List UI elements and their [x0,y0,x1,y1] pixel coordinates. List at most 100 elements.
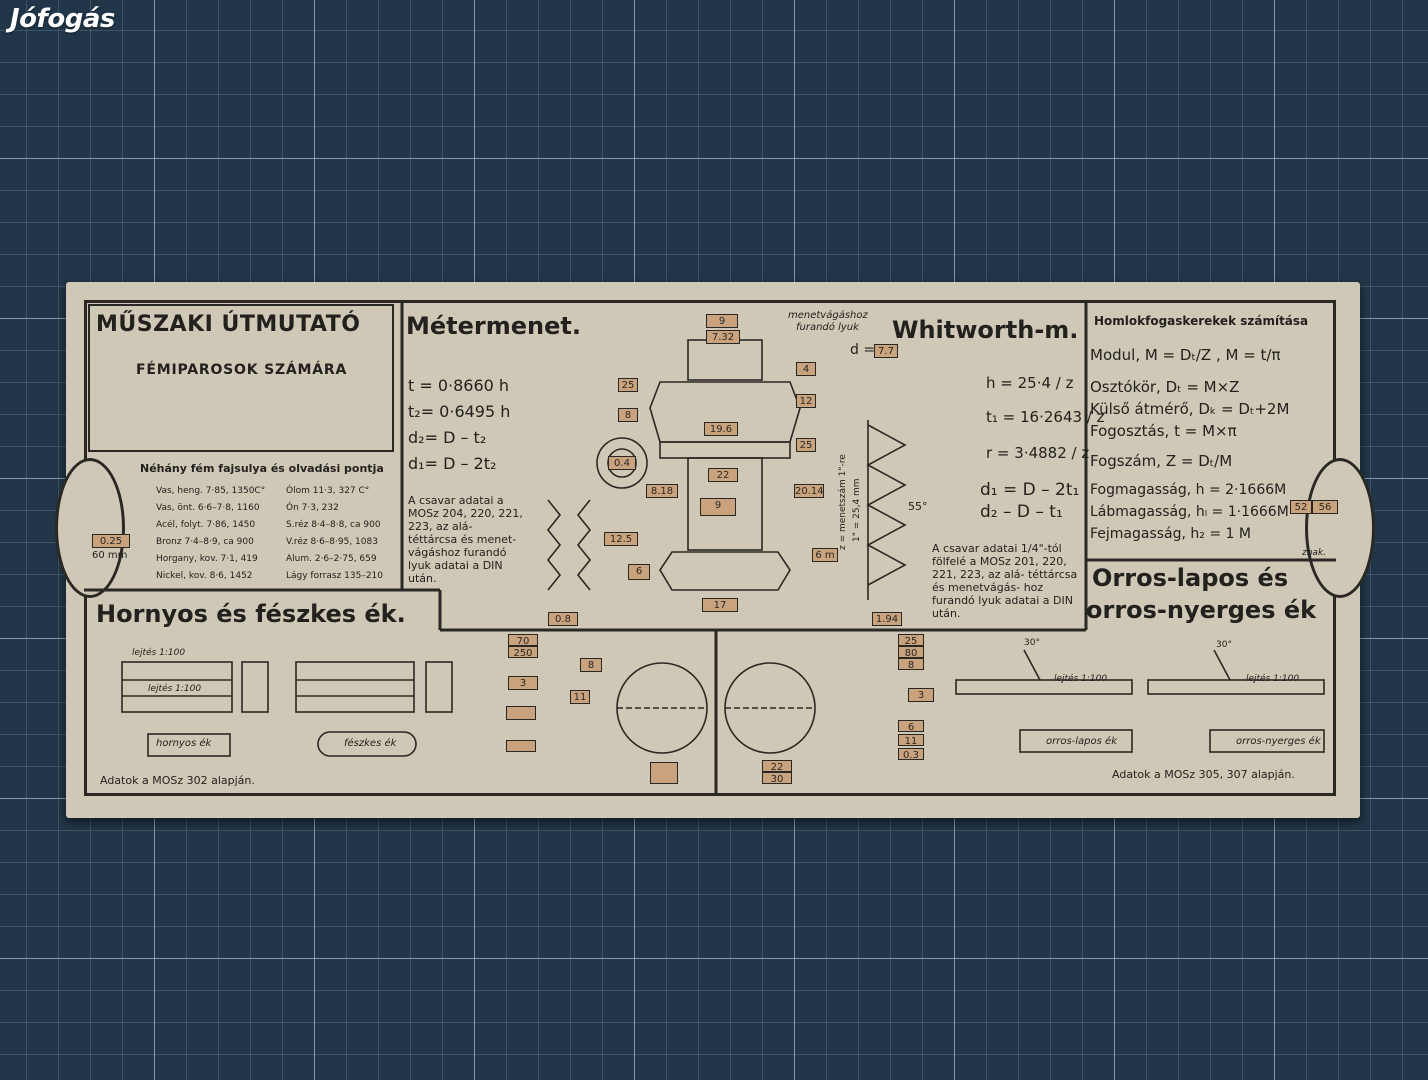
dial-window[interactable]: 20.14 [794,484,824,498]
hornyos-label: lejtés 1:100 [132,648,186,658]
gear-line: Osztókör, Dₜ = M×Z [1090,378,1240,396]
gear-line: Külső átmérő, Dₖ = Dₜ+2M [1090,400,1290,418]
side-text: znak. [1302,548,1327,558]
dial-window[interactable]: 25 [796,438,816,452]
gear-line: Modul, M = Dₜ/Z , M = t/π [1090,346,1281,364]
orros-label: 30° [1024,638,1040,648]
dial-window[interactable]: 0.3 [898,748,924,761]
whitworth-formula: d₁ = D – 2t₁ [980,480,1080,500]
dial-window[interactable] [650,762,678,784]
dial-window[interactable]: 22 [708,468,738,482]
orros-label: lejtés 1:100 [1054,674,1108,684]
dial-window[interactable]: 0.8 [548,612,578,626]
dial-window[interactable]: 25 [898,634,924,647]
gear-line: Fogmagasság, h = 2·1666M [1090,482,1287,498]
metal-row: Acél, folyt. 7·86, 1450 [156,520,256,530]
metal-row: Nickel, kov. 8·6, 1452 [156,571,253,581]
right-tab-window: 56 [1312,500,1338,514]
dial-window[interactable]: 6 [898,720,924,733]
orros-heading: orros-nyerges ék [1086,596,1317,624]
metal-row: Ólom 11·3, 327 C° [286,486,370,496]
whitworth-formula: t₁ = 16·2643 / z [986,408,1105,426]
dial-window[interactable]: 80 [898,646,924,659]
dial-window[interactable]: 11 [570,690,590,704]
dial-window[interactable]: 17 [702,598,738,612]
left-thumb-notch[interactable] [55,458,125,598]
dial-window[interactable]: 9 [700,498,736,516]
dial-window[interactable] [506,706,536,720]
dial-window[interactable]: 11 [898,734,924,747]
gear-line: Lábmagasság, hₗ = 1·1666M [1090,504,1289,520]
whitworth-heading: Whitworth-m. [892,316,1079,344]
gear-line: Fogosztás, t = M×π [1090,422,1237,440]
dial-window[interactable]: 9 [706,314,738,328]
dial-window[interactable]: 19.6 [704,422,738,436]
hornyos-label: hornyos ék [156,738,212,749]
orros-label: orros-nyerges ék [1236,736,1321,747]
hornyos-label: lejtés 1:100 [148,684,202,694]
metric-note: A csavar adatai a MOSz 204, 220, 221, 22… [408,494,523,585]
dial-window[interactable]: 3 [908,688,934,702]
card-title: MŰSZAKI ÚTMUTATÓ [96,312,361,337]
metric-formula: t₂= 0·6495 h [408,402,511,421]
dial-window[interactable]: 6 [628,564,650,580]
dial-window[interactable]: 8 [898,658,924,671]
metric-formula: d₁= D – 2t₂ [408,454,497,473]
metal-table-heading: Néhány fém fajsulya és olvadási pontja [140,462,384,475]
right-tab-window: 52 [1290,500,1312,514]
whitworth-annot: z = menetszám 1"-re [838,454,848,550]
metal-row: V.réz 8·6–8·95, 1083 [286,537,378,547]
metal-row: Alum. 2·6–2·75, 659 [286,554,377,564]
dial-window[interactable] [506,740,536,752]
orros-label: lejtés 1:100 [1246,674,1300,684]
metric-formula: t = 0·8660 h [408,376,510,395]
metal-row: Ón 7·3, 232 [286,503,339,513]
whitworth-formula: h = 25·4 / z [986,374,1074,392]
hornyos-heading: Hornyos és fészkes ék. [96,600,406,628]
dial-window[interactable]: 8 [580,658,602,672]
right-thumb-notch[interactable] [1305,458,1375,598]
dial-window[interactable]: 8.18 [646,484,678,498]
metric-formula: d₂= D – t₂ [408,428,487,447]
whitworth-annot: menetvágáshoz [788,310,868,321]
orros-heading: Orros-lapos és [1092,564,1289,592]
whitworth-annot: 1" = 25,4 mm [852,478,862,542]
orros-label: orros-lapos ék [1046,736,1117,747]
dial-window[interactable]: 25 [618,378,638,392]
dial-window[interactable]: 4 [796,362,816,376]
metal-row: Lágy forrasz 135–210 [286,571,383,581]
dial-window[interactable]: 7.32 [706,330,740,344]
whitworth-note: A csavar adatai 1/4"-tól fölfelé a MOSz … [932,542,1078,620]
left-tab-label: 60 mm [92,550,128,561]
dial-window[interactable]: 8 [618,408,638,422]
dial-window[interactable]: 1.94 [872,612,902,626]
whitworth-formula: d₂ – D – t₁ [980,502,1063,522]
whitworth-annot: furandó lyuk [796,322,859,333]
card-subtitle: FÉMIPAROSOK SZÁMÁRA [136,362,348,378]
dial-window[interactable]: 22 [762,760,792,773]
metal-row: Bronz 7·4–8·9, ca 900 [156,537,254,547]
whitworth-annot: 55° [908,500,928,513]
dial-window[interactable]: 6 m [812,548,838,562]
metal-row: S.réz 8·4–8·8, ca 900 [286,520,381,530]
dial-window[interactable]: 70 [508,634,538,647]
metric-heading: Métermenet. [406,312,581,340]
gear-line: Fejmagasság, h₂ = 1 M [1090,526,1251,542]
dial-window[interactable]: 12 [796,394,816,408]
dial-window[interactable]: 3 [508,676,538,690]
gear-heading: Homlokfogaskerekek számítása [1094,314,1309,328]
watermark-logo: Jófogás [10,4,115,34]
metal-row: Vas, önt. 6·6–7·8, 1160 [156,503,260,513]
dial-window[interactable]: 7.7 [874,344,898,358]
metal-row: Horgany, kov. 7·1, 419 [156,554,258,564]
dial-window[interactable]: 30 [762,772,792,785]
title-box [88,304,394,452]
dial-window[interactable]: 0.4 [608,456,636,470]
metal-row: Vas, heng. 7·85, 1350C° [156,486,266,496]
whitworth-formula: r = 3·4882 / z [986,444,1090,462]
dial-window[interactable]: 250 [508,646,538,659]
dial-window[interactable]: 12.5 [604,532,638,546]
orros-label: 30° [1216,640,1232,650]
gear-line: Fogszám, Z = Dₜ/M [1090,452,1233,470]
